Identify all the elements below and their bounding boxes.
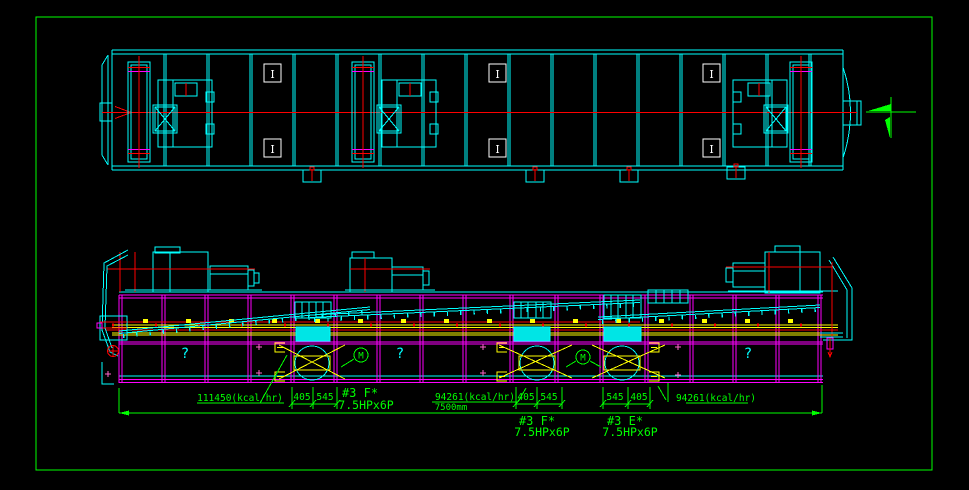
dimension-set-2: 405 545	[512, 387, 566, 409]
heat-label-mid: 94261(kcal/hr)	[432, 387, 527, 403]
dim-545: 545	[606, 392, 623, 403]
plan-leg	[302, 166, 322, 183]
fan-label-3: #3 E* 7.5HPx6P	[602, 414, 657, 439]
fan-power: 7.5HPx6P	[338, 398, 393, 412]
motor-symbol: M	[358, 352, 364, 362]
plan-leg	[525, 166, 545, 183]
fan-label-1: #3 F* 7.5HPx6P	[338, 386, 393, 412]
fan-name: #3 F*	[519, 414, 555, 428]
motor-balloon-2: M	[565, 349, 602, 368]
heat-value: 111450(kcal/hr)	[197, 393, 283, 404]
roof-fan-house-1	[101, 246, 262, 357]
i-marker: I	[270, 68, 274, 81]
dimension-annotations: 7500mm 405 545 405 545 545 405 1114	[118, 354, 823, 439]
sheet-border	[35, 16, 933, 471]
inspection-markers: I I I I I I	[263, 63, 721, 158]
i-marker: I	[495, 68, 499, 81]
dim-545: 545	[316, 392, 333, 403]
roof-fan-house-3	[725, 245, 853, 341]
plan-fan-unit-1	[127, 56, 215, 168]
entrance-drive	[96, 315, 128, 385]
dim-405: 405	[293, 392, 310, 403]
plan-fan-unit-3	[732, 56, 813, 168]
motor-balloon-1: M	[340, 347, 369, 368]
i-marker: I	[495, 143, 499, 156]
i-marker: I	[270, 143, 274, 156]
question-mark: ?	[744, 346, 752, 362]
question-mark: ?	[181, 346, 189, 362]
dim-545: 545	[540, 392, 557, 403]
fan-name: #3 E*	[607, 414, 643, 428]
heater-grilles	[294, 289, 689, 342]
i-marker: I	[709, 143, 713, 156]
dim-405: 405	[517, 392, 534, 403]
elevation-view: M M ? ? ?	[96, 245, 853, 385]
heat-value: 94261(kcal/hr)	[676, 393, 756, 404]
question-mark: ?	[396, 346, 404, 362]
circulation-fan-2	[498, 344, 573, 381]
dimension-overall: 7500mm	[118, 385, 823, 416]
circulation-fan-1	[278, 344, 346, 381]
dim-405: 405	[630, 392, 647, 403]
dimension-set-1: 405 545	[288, 387, 341, 409]
centerline	[102, 106, 857, 119]
fan-name: #3 F*	[342, 386, 378, 400]
heat-label-left: 111450(kcal/hr)	[197, 354, 288, 404]
plan-view: I I I I I I	[99, 49, 862, 183]
overall-dimension-label: 7500mm	[435, 403, 468, 413]
fan-power: 7.5HPx6P	[514, 425, 569, 439]
heat-label-right: 94261(kcal/hr)	[657, 383, 756, 404]
ucs-axis-icon	[866, 97, 916, 138]
i-marker: I	[709, 68, 713, 81]
plan-leg	[619, 166, 639, 183]
heat-value: 94261(kcal/hr)	[435, 392, 515, 403]
inclined-conveyor	[118, 299, 821, 338]
conveyor-chain	[105, 319, 838, 336]
fan-label-2: #3 F* 7.5HPx6P	[514, 414, 569, 439]
fan-power: 7.5HPx6P	[602, 425, 657, 439]
motor-symbol: M	[580, 354, 586, 364]
discharge-chute	[820, 332, 843, 359]
dimension-set-3: 545 405	[599, 387, 654, 409]
roof-fan-house-2	[345, 251, 435, 293]
plan-fan-unit-2	[351, 56, 439, 168]
